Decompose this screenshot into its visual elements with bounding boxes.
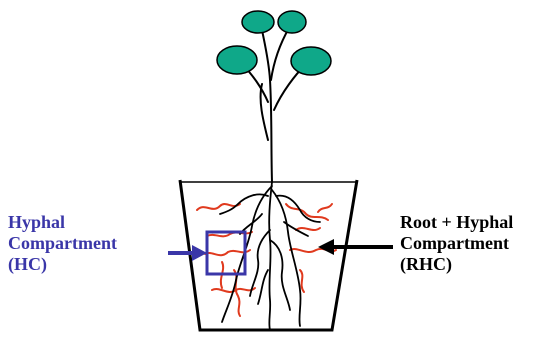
root [272, 190, 301, 326]
root-hyphal-label-line: (RHC) [400, 254, 545, 275]
root-hyphal-compartment-label: Root + Hyphal Compartment (RHC) [400, 212, 545, 275]
hyphal-label-line: Compartment [8, 233, 168, 254]
hyphal-label-line: (HC) [8, 254, 168, 275]
root-hyphal-label-line: Root + Hyphal [400, 212, 545, 233]
hc-arrow-head [192, 245, 207, 261]
hyphal-label-line: Hyphal [8, 212, 168, 233]
main-stem [262, 30, 272, 182]
hyphal-compartment-label: Hyphal Compartment (HC) [8, 212, 168, 275]
leaf [242, 11, 274, 33]
hypha [296, 228, 320, 230]
root-hyphal-label-line: Compartment [400, 233, 545, 254]
root [270, 240, 290, 310]
arrows [168, 239, 393, 261]
hypha [318, 204, 332, 212]
rhc-arrow-head [318, 239, 334, 255]
root [222, 186, 272, 322]
leaf [217, 46, 257, 74]
leaf [291, 47, 331, 75]
leaf [278, 11, 306, 33]
root [258, 270, 268, 304]
root [250, 230, 270, 296]
roots [220, 182, 320, 330]
root [269, 182, 272, 330]
stem-branch-right [271, 28, 289, 80]
